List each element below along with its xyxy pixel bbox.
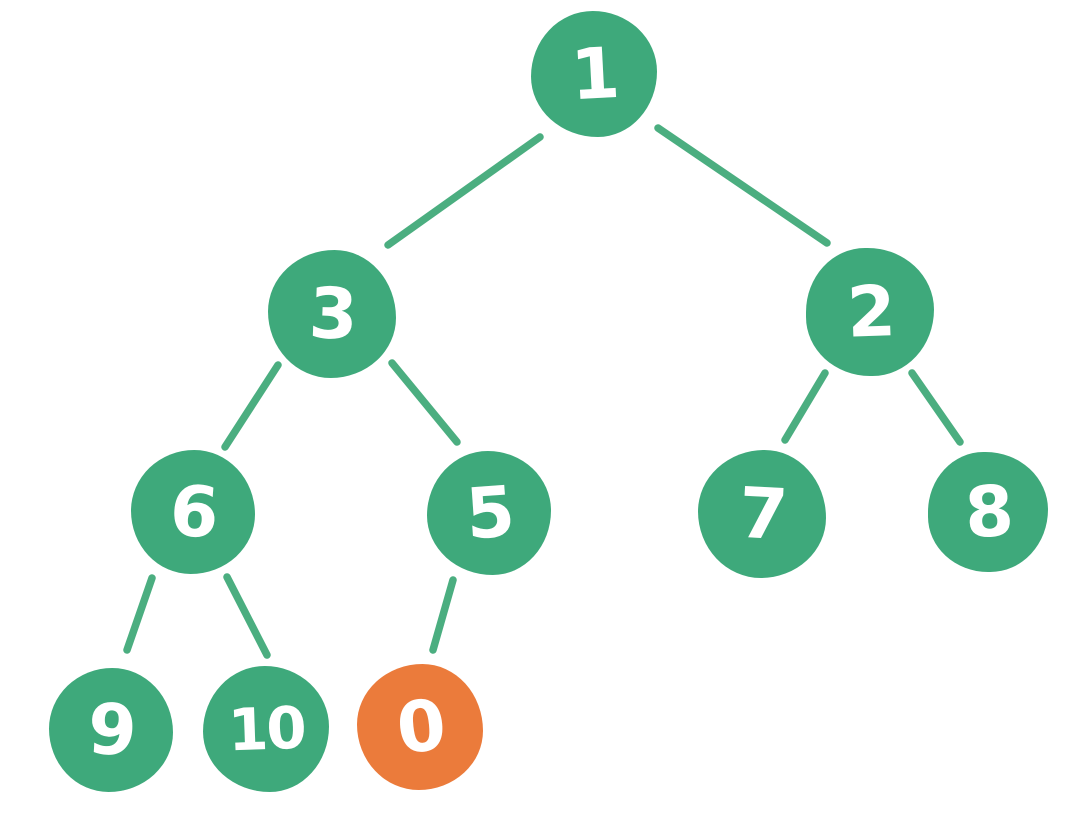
tree-edge-1-2 [654,124,831,247]
node-value: 0 [392,683,448,771]
tree-edge-2-8 [908,369,964,446]
node-value: 8 [962,469,1014,555]
node-value: 2 [845,270,895,354]
tree-node-1: 1 [531,11,657,137]
tree-node-10: 10 [203,666,329,792]
tree-node-0: 0 [357,664,483,790]
tree-edge-1-3 [384,133,544,249]
tree-edge-5-0 [429,576,457,654]
tree-node-5: 5 [427,451,551,575]
tree-edge-6-9 [123,574,156,654]
tree-node-2: 2 [806,248,934,376]
node-value: 1 [568,31,620,117]
tree-edge-2-7 [781,369,829,444]
tree-node-6: 6 [131,450,255,574]
node-value: 10 [226,693,306,765]
node-value: 3 [307,272,357,356]
tree-edge-3-5 [388,359,461,446]
tree-node-8: 8 [928,452,1048,572]
node-value: 6 [166,469,220,555]
tree-node-7: 7 [698,450,826,578]
node-value: 7 [736,471,788,557]
tree-edge-3-6 [221,361,282,451]
tree-edge-6-10 [223,573,271,659]
node-value: 5 [462,470,516,556]
tree-node-3: 3 [268,250,396,378]
tree-node-9: 9 [49,668,173,792]
node-value: 9 [85,687,137,773]
